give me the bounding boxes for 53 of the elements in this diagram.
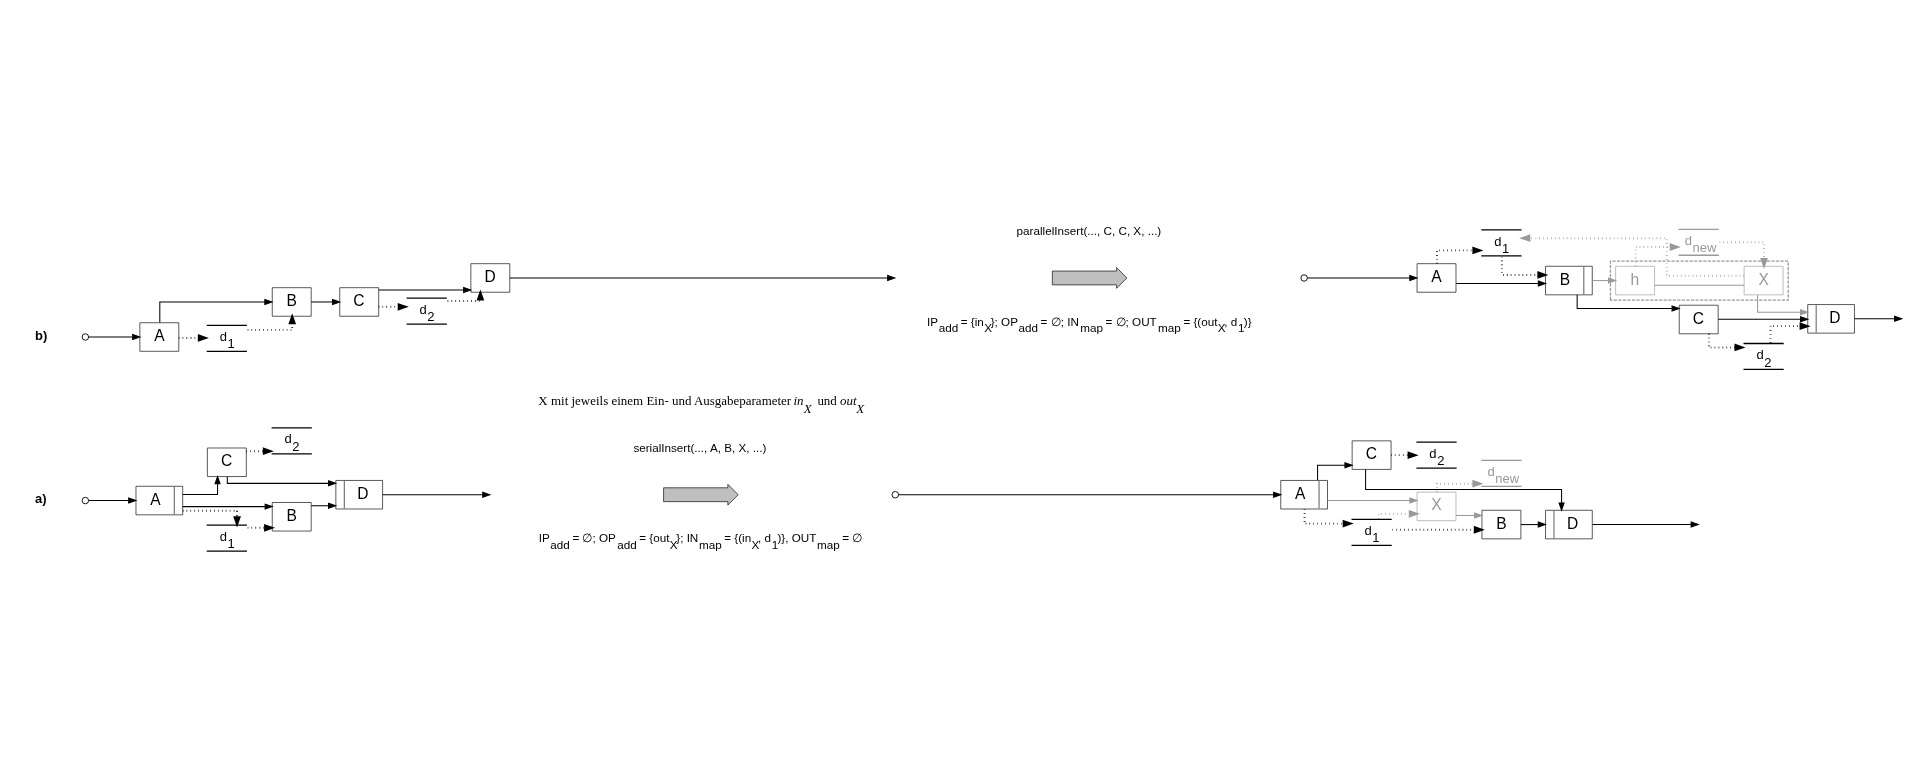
arrow bbox=[87, 333, 141, 341]
arrow bbox=[158, 298, 274, 324]
node-label: serialInsert(..., A, B, X, ...) bbox=[632, 441, 766, 455]
arrow bbox=[377, 286, 472, 294]
node-box: C bbox=[206, 447, 247, 477]
node-box: X bbox=[1416, 491, 1456, 521]
arrow bbox=[226, 476, 337, 487]
arrow bbox=[1455, 280, 1547, 287]
node-box: B bbox=[1481, 509, 1521, 540]
node-box: h bbox=[1614, 265, 1655, 296]
node-box: A bbox=[139, 322, 179, 352]
arrow bbox=[1717, 315, 1809, 323]
node-box: A bbox=[1416, 263, 1456, 293]
label: a) bbox=[34, 491, 47, 507]
arrow bbox=[310, 298, 341, 306]
arrow bbox=[508, 274, 896, 282]
arrow bbox=[1435, 479, 1483, 493]
arrow bbox=[1303, 508, 1354, 528]
arrow bbox=[1576, 294, 1681, 312]
arrow bbox=[1769, 322, 1811, 344]
connector bbox=[1653, 284, 1745, 286]
arrow bbox=[1306, 274, 1418, 282]
arrow bbox=[1591, 277, 1617, 284]
arrow bbox=[1377, 510, 1420, 520]
node-box: C bbox=[1351, 440, 1391, 470]
arrow bbox=[1326, 497, 1419, 504]
node-box: C bbox=[1678, 304, 1718, 335]
arrow bbox=[1518, 234, 1745, 277]
arrow bbox=[1756, 294, 1809, 316]
arrow bbox=[310, 502, 337, 509]
node-arrow bbox=[662, 484, 739, 506]
node-box: D bbox=[470, 263, 510, 293]
arrow bbox=[381, 491, 491, 498]
node-box: B bbox=[271, 502, 312, 532]
arrow bbox=[87, 497, 137, 504]
arrow bbox=[1454, 512, 1483, 519]
arrow bbox=[1316, 461, 1354, 481]
node-box: C bbox=[338, 287, 379, 317]
arrow bbox=[1364, 469, 1565, 512]
node-arrow bbox=[1051, 267, 1127, 289]
node-box: X bbox=[1743, 265, 1783, 296]
node-label: parallelInsert(..., C, C, X, ...) bbox=[1016, 224, 1161, 238]
arrow bbox=[181, 503, 274, 510]
arrow bbox=[897, 491, 1282, 498]
arrow bbox=[1591, 521, 1700, 528]
arrow bbox=[1391, 525, 1485, 534]
arrow bbox=[1435, 246, 1483, 265]
node-box: B bbox=[271, 287, 312, 317]
label: b) bbox=[34, 327, 47, 343]
arrow bbox=[1519, 521, 1547, 528]
arrow bbox=[181, 475, 221, 495]
arrow bbox=[1853, 315, 1903, 323]
arrow bbox=[244, 447, 274, 456]
